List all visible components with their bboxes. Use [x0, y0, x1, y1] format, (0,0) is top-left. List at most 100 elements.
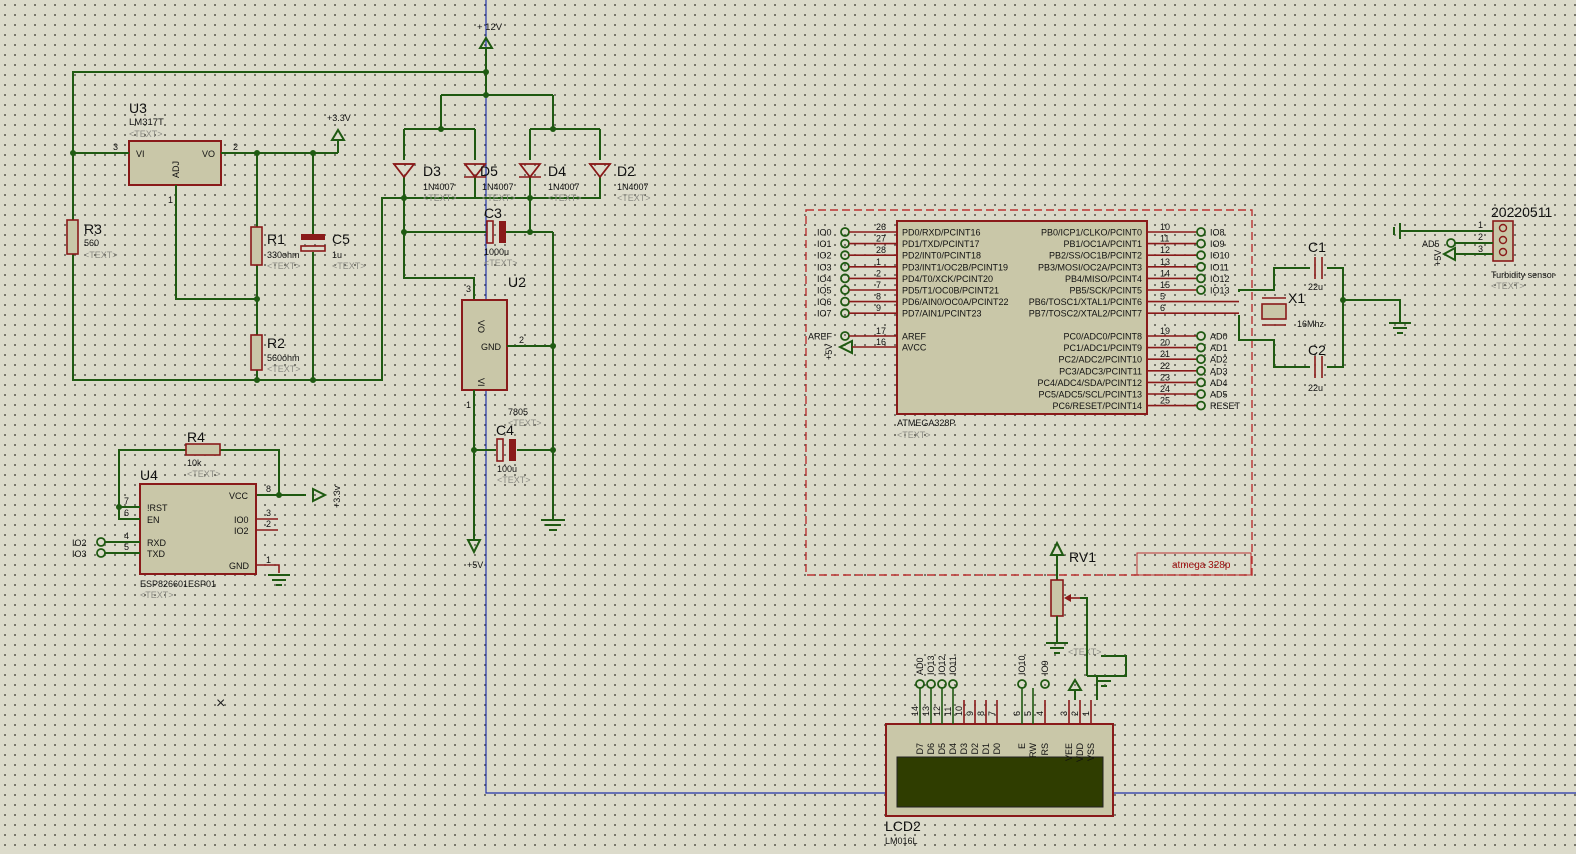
plus33-terminal[interactable]: +3.3V [327, 113, 351, 153]
esp-io3-terminal[interactable]: IO3 [72, 548, 106, 559]
mcu-pin-name: PC0/ADC0/PCINT8 [1063, 332, 1142, 342]
mcu-pin-number: 7 [876, 280, 881, 290]
lcd-term-io11[interactable]: IO11 [948, 656, 958, 689]
plus5v-terminal[interactable]: +5V [466, 539, 483, 570]
mcu-pin-name: PC5/ADC5/SCL/PCINT13 [1038, 390, 1142, 400]
r4-resistor[interactable]: R4 10k <TEXT> [185, 429, 221, 479]
lcd-pin-d2[interactable]: D29 [965, 700, 980, 755]
plus12v-terminal[interactable]: + 12V [477, 22, 503, 72]
c1-ref: C1 [1308, 239, 1326, 255]
ground-symbol-rv1 [1046, 642, 1068, 654]
diode-d3[interactable]: D3 1N4007 <TEXT> [392, 163, 457, 203]
diode-d4[interactable]: D4 1N4007 <TEXT> [518, 163, 582, 203]
x1-crystal[interactable]: X1 16Mhz [1261, 290, 1325, 329]
u2-regulator[interactable]: U2 7805 <TEXT> VO GND VI 3 2 1 [461, 274, 542, 428]
rv1-potentiometer[interactable]: RV1 <TEXT> [1049, 540, 1102, 657]
u3-regulator[interactable]: U3 LM317T <TEXT> VI VO ADJ 3 2 1 [73, 100, 338, 205]
lcd-term-io12[interactable]: IO12 [937, 655, 947, 689]
plus33v-esp-terminal[interactable]: +3.3v [312, 485, 342, 508]
lcd-term-io9[interactable]: IO9 [1040, 660, 1050, 689]
lcd-pin-number: 6 [1012, 711, 1022, 716]
ground-symbol-crystal [1389, 322, 1411, 334]
lcd-term-io13[interactable]: IO13 [926, 655, 936, 689]
lcd-pin-rs[interactable]: RS4 [1035, 700, 1050, 756]
c2-capacitor[interactable]: C2 22u [1308, 342, 1326, 393]
r3-resistor[interactable]: R3 560 <TEXT> [66, 219, 118, 260]
u2-text: <TEXT> [508, 418, 542, 428]
d5-text: <TEXT> [482, 193, 516, 203]
lcd-pin-number: 13 [921, 706, 931, 716]
lcd-pin-number: 9 [965, 711, 975, 716]
esp-io2-terminal[interactable]: IO2 [72, 537, 106, 548]
d5-ref: D5 [480, 163, 498, 179]
lcd-module[interactable]: LCD2 LM016L D714D613D512D411D310D29D18D0… [885, 655, 1114, 846]
c4-capacitor[interactable]: C4 100u <TEXT> [496, 422, 531, 485]
sensor-ad5-terminal[interactable]: AD5 [1422, 238, 1456, 249]
mcu-pin-xtal1[interactable]: PB6/TOSC1/XTAL1/PCINT6 5 [1029, 292, 1239, 308]
lcd-term-ad0[interactable]: AD0 [915, 657, 925, 689]
lcd-pin-rw[interactable]: RW5 [1023, 688, 1038, 758]
mcu-pin-name: PB6/TOSC1/XTAL1/PCINT6 [1029, 297, 1142, 307]
sensor-plus5v-terminal[interactable]: +5V [1433, 246, 1456, 266]
u2-pin-vo: 3 [466, 284, 471, 294]
r2-resistor[interactable]: R2 560ohm <TEXT> [250, 334, 301, 374]
mcu-pin-number: 9 [876, 303, 881, 313]
u4-esp01[interactable]: U4 ESP826601ESP01 <TEXT> !RST EN RXD TXD… [124, 467, 271, 600]
lcd-term-io10[interactable]: IO10 [1017, 655, 1027, 689]
mcu-pin-number: 5 [1160, 292, 1165, 302]
c3-capacitor[interactable]: C3 1000u <TEXT> [484, 205, 518, 268]
r1-resistor[interactable]: R1 330ohm <TEXT> [250, 226, 301, 271]
lcd-pin-number: 4 [1035, 711, 1045, 716]
c1-capacitor[interactable]: C1 22u [1308, 239, 1326, 292]
atmega328p-chip[interactable]: ATMEGA328P <TEXT> IO026PD0/RXD/PCINT16IO… [808, 220, 1241, 440]
mcu-pin-group: IO026PD0/RXD/PCINT16IO127PD1/TXD/PCINT17… [808, 222, 1241, 411]
u4-pin8: 8 [266, 484, 271, 494]
lcd-pin-d0[interactable]: D07 [987, 700, 1002, 755]
u3-vi: VI [136, 149, 145, 159]
c5-capacitor[interactable]: C5 1u <TEXT> [300, 231, 366, 271]
mcu-term-label: IO13 [1210, 286, 1230, 296]
diode-d5[interactable]: D5 1N4007 <TEXT> [463, 163, 516, 203]
turbidity-sensor[interactable]: 20220511 Turbidity sensor <TEXT> 1 2 3 [1478, 204, 1555, 291]
diode-d2[interactable]: D2 1N4007 <TEXT> [588, 163, 651, 203]
lcd-pin-d1[interactable]: D18 [976, 700, 991, 755]
d4-text: <TEXT> [548, 193, 582, 203]
lcd-pin-number: 14 [910, 706, 920, 716]
sensor-part: Turbidity sensor [1491, 270, 1555, 280]
lcd-pin-e[interactable]: E6 [1012, 688, 1027, 749]
